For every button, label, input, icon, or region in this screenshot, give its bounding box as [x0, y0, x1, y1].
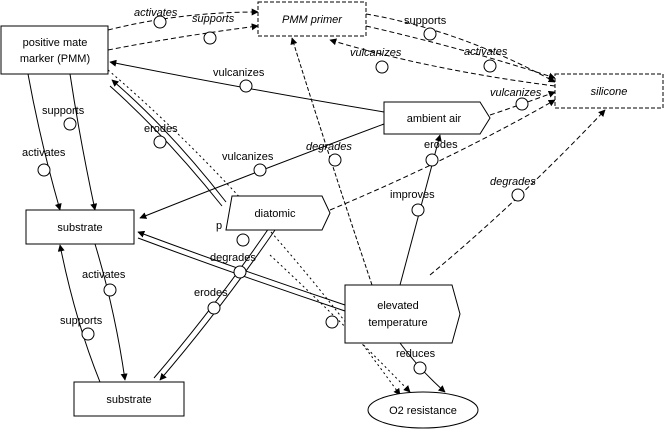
edge-elevated-o2-dotted	[269, 254, 411, 393]
label-pmm-primer-supports: supports	[192, 13, 235, 25]
label-diatomic-pmm-erodes: erodes	[144, 123, 178, 135]
edge-pmm-primer-activates	[107, 8, 259, 31]
edge-elevated-silicone-degrades	[429, 109, 606, 276]
label-silicone-primer-vulcanizes: vulcanizes	[350, 47, 402, 59]
node-pmm-primer[interactable]: PMM primer	[257, 1, 367, 37]
node-pmm-line1: positive mate	[23, 37, 88, 49]
node-substrate-top-label: substrate	[57, 222, 102, 234]
node-elevated-temperature[interactable]: elevated temperature	[344, 284, 461, 344]
label-substrate-substrate-supports: supports	[60, 315, 103, 327]
edge-substrate-substrate-activates	[94, 243, 128, 381]
label-elevated-ambient-improves: improves	[390, 189, 435, 201]
node-pmm-primer-label: PMM primer	[282, 14, 343, 26]
label-ambient-pmm-vulcanizes: vulcanizes	[213, 67, 265, 79]
node-elevated-line1: elevated	[377, 300, 419, 312]
edge-pmm-o2-dotted	[107, 69, 401, 396]
node-silicone-label: silicone	[591, 86, 628, 98]
edge-pmm-primer-supports	[107, 23, 259, 51]
edge-primer-silicone-supports	[365, 13, 556, 83]
node-pmm[interactable]: positive mate marker (PMM)	[0, 25, 109, 75]
label-diatomic-silicone-degrades: degrades	[306, 141, 352, 153]
label-ambient-substrate-vulcanizes: vulcanizes	[222, 151, 274, 163]
node-pmm-line2: marker (PMM)	[20, 53, 90, 65]
label-diatomic-substrate-erodes: erodes	[194, 287, 228, 299]
label-pmm-substrate-supports: supports	[42, 105, 85, 117]
edge-markers	[37, 15, 529, 375]
node-substrate-bottom-label: substrate	[106, 394, 151, 406]
label-pmm-primer-activates: activates	[134, 7, 178, 19]
label-elevated-ambient-erodes: erodes	[424, 139, 458, 151]
edge-elevated-primer-dashed	[290, 37, 373, 286]
label-ambient-silicone-vulcanizes: vulcanizes	[490, 87, 542, 99]
node-substrate-bottom[interactable]: substrate	[73, 381, 185, 417]
node-o2-resistance-label: O2 resistance	[389, 405, 457, 417]
node-ambient-air-label: ambient air	[407, 113, 462, 125]
node-substrate-top[interactable]: substrate	[25, 209, 135, 245]
node-diatomic[interactable]: diatomic	[225, 195, 331, 231]
edge-silicone-primer-vulcanizes	[329, 38, 556, 87]
label-substrate-substrate-activates: activates	[82, 269, 126, 281]
node-diatomic-label: diatomic	[255, 208, 296, 220]
label-primer-silicone-supports: supports	[404, 15, 447, 27]
label-elevated-o2-reduces: reduces	[396, 348, 436, 360]
node-o2-resistance[interactable]: O2 resistance	[367, 391, 479, 429]
edge-labels: activates supports supports vulcanizes a…	[22, 7, 542, 360]
edge-pmm-substrate-activates	[27, 73, 62, 211]
label-primer-silicone-activates: activates	[464, 46, 508, 58]
edge-diatomic-pmm-erodes	[111, 79, 227, 203]
edge-primer-silicone-activates	[365, 25, 556, 80]
edge-substrate-substrate-supports	[57, 244, 101, 383]
edge-pmm-substrate-supports	[69, 73, 98, 211]
node-ambient-air[interactable]: ambient air	[383, 101, 491, 135]
edge-diatomic-silicone-degrades	[329, 99, 556, 211]
node-silicone[interactable]: silicone	[554, 73, 664, 109]
label-elevated-substrate-degrades: degrades	[210, 252, 256, 264]
node-elevated-line2: temperature	[368, 317, 427, 329]
label-elevated-silicone-degrades: degrades	[490, 176, 536, 188]
label-pmm-substrate-activates: activates	[22, 147, 66, 159]
label-diatomic-partial: p	[216, 220, 222, 232]
